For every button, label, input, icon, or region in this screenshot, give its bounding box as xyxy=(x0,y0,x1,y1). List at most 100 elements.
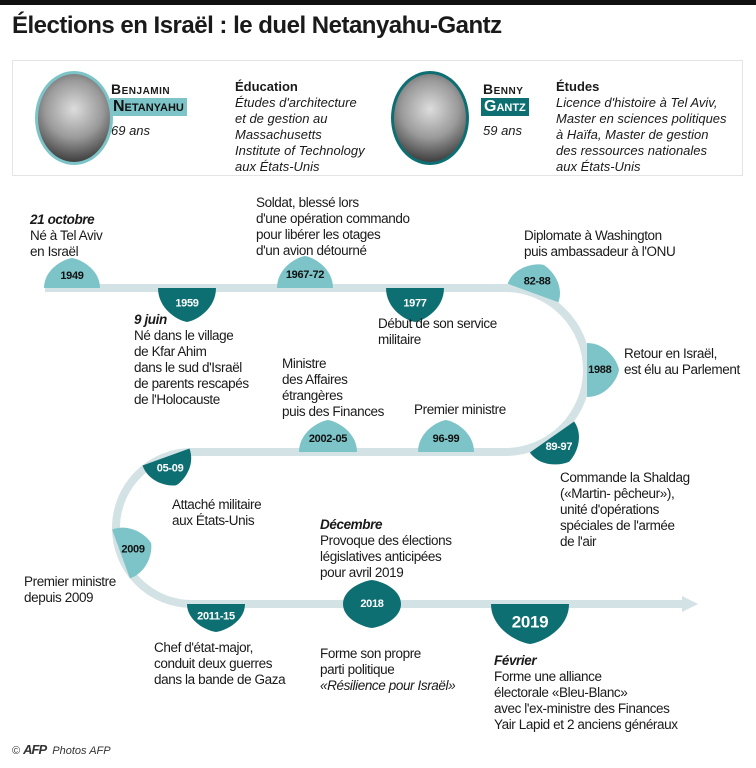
marker-year: 1977 xyxy=(403,297,426,309)
candidates-card: Benjamin Netanyahu 69 ans Éducation Étud… xyxy=(12,60,743,176)
marker-1959: 1959 xyxy=(158,288,216,322)
netanyahu-edu-heading: Éducation xyxy=(235,79,298,94)
event-line: Yair Lapid et 2 anciens généraux xyxy=(494,717,678,732)
event-line: pour libérer les otages xyxy=(256,227,381,242)
event-line: d'un avion détourné xyxy=(256,243,367,258)
event-line: aux États-Unis xyxy=(172,513,255,528)
marker-82-88: 82-88 xyxy=(507,264,560,303)
event-line: électorale «Bleu-Blanc» xyxy=(494,685,628,700)
marker-year: 1959 xyxy=(175,297,198,309)
netanyahu-first-name: Benjamin xyxy=(111,81,171,97)
edu-line: à Haïfa, Master de gestion xyxy=(556,127,709,142)
edu-line: aux États-Unis xyxy=(235,159,320,174)
edu-line: Institute of Technology xyxy=(235,143,365,158)
marker-shape xyxy=(299,420,357,452)
event-line: «Résilience pour Israël» xyxy=(320,678,456,693)
marker-shape xyxy=(142,448,192,486)
netanyahu-age: 69 ans xyxy=(111,123,151,138)
marker-1988: 1988 xyxy=(587,343,619,397)
event-line: de parents rescapés xyxy=(134,376,249,391)
marker-year: 1949 xyxy=(60,270,83,282)
event-line: puis des Finances xyxy=(282,404,385,419)
marker-2018: 2018 xyxy=(343,580,401,628)
event-line: est élu au Parlement xyxy=(624,362,740,377)
gantz-first-name: Benny xyxy=(483,81,524,97)
marker-shape xyxy=(386,288,444,322)
marker-year: 96-99 xyxy=(433,433,460,445)
marker-shape xyxy=(158,288,216,322)
event-line: pour avril 2019 xyxy=(320,565,404,580)
event-line: Soldat, blessé lors xyxy=(256,195,359,210)
edu-line: aux États-Unis xyxy=(556,159,641,174)
marker-2019: 2019 xyxy=(491,604,569,644)
event-line: militaire xyxy=(378,332,421,347)
edu-line: Master en sciences politiques xyxy=(556,111,727,126)
event-line: depuis 2009 xyxy=(24,590,94,605)
gantz-edu-text: Licence d'histoire à Tel Aviv,Master en … xyxy=(556,95,727,175)
edu-line: des ressources nationales xyxy=(556,143,708,158)
event-line: des Affaires xyxy=(282,372,348,387)
event-date: 21 octobre xyxy=(30,212,95,227)
afp-logo: AFP xyxy=(23,742,47,757)
event-line: parti politique xyxy=(320,662,395,677)
event-line: Diplomate à Washington xyxy=(524,228,662,243)
marker-year: 1988 xyxy=(588,364,611,376)
marker-shape xyxy=(343,580,401,628)
gantz-edu-heading: Études xyxy=(556,79,600,94)
marker-shape xyxy=(44,258,100,288)
event-label-96-99: Premier ministre xyxy=(414,402,506,418)
event-line: Forme une alliance xyxy=(494,669,602,684)
event-line: Né à Tel Aviv xyxy=(30,228,103,243)
marker-shape xyxy=(587,343,619,397)
marker-year: 1967-72 xyxy=(286,269,324,281)
marker-shape xyxy=(112,527,152,579)
marker-1967-72: 1967-72 xyxy=(277,256,333,288)
event-line: Début de son service xyxy=(378,316,497,331)
page-title: Élections en Israël : le duel Netanyahu-… xyxy=(12,12,502,39)
event-line: Commande la Shaldag xyxy=(560,470,690,485)
marker-shape xyxy=(491,604,569,644)
marker-shape xyxy=(277,256,333,288)
edu-line: Licence d'histoire à Tel Aviv, xyxy=(556,95,718,110)
event-line: Retour en Israël, xyxy=(624,346,717,361)
edu-line: et de gestion au xyxy=(235,111,328,126)
marker-shape xyxy=(187,604,245,632)
event-date: Février xyxy=(494,653,537,668)
marker-year: 2002-05 xyxy=(309,433,347,445)
event-line: dans le sud d'Israël xyxy=(134,360,242,375)
event-line: unité d'opérations xyxy=(560,502,659,517)
gantz-age: 59 ans xyxy=(483,123,523,138)
event-line: Attaché militaire xyxy=(172,497,262,512)
event-line: législatives anticipées xyxy=(320,549,442,564)
top-bar xyxy=(0,0,756,5)
marker-year: 2019 xyxy=(512,613,549,632)
marker-shape xyxy=(418,420,474,452)
edu-line: Études d'architecture xyxy=(235,95,357,110)
marker-year: 2011-15 xyxy=(197,611,235,623)
event-line: avec l'ex-ministre des Finances xyxy=(494,701,670,716)
event-line: en Israël xyxy=(30,244,79,259)
event-line: Ministre xyxy=(282,356,327,371)
marker-shape xyxy=(529,421,579,465)
marker-year: 89-97 xyxy=(546,441,573,453)
event-label-89-97: Commande la Shaldag(«Martin- pêcheur»),u… xyxy=(560,470,690,550)
event-line: Premier ministre xyxy=(24,574,116,589)
gantz-last-name: Gantz xyxy=(481,98,529,116)
marker-1949: 1949 xyxy=(44,258,100,288)
marker-year: 2018 xyxy=(360,598,383,610)
event-line: Forme son propre xyxy=(320,646,421,661)
photo-credit: Photos AFP xyxy=(52,745,111,757)
event-line: Né dans le village xyxy=(134,328,234,343)
